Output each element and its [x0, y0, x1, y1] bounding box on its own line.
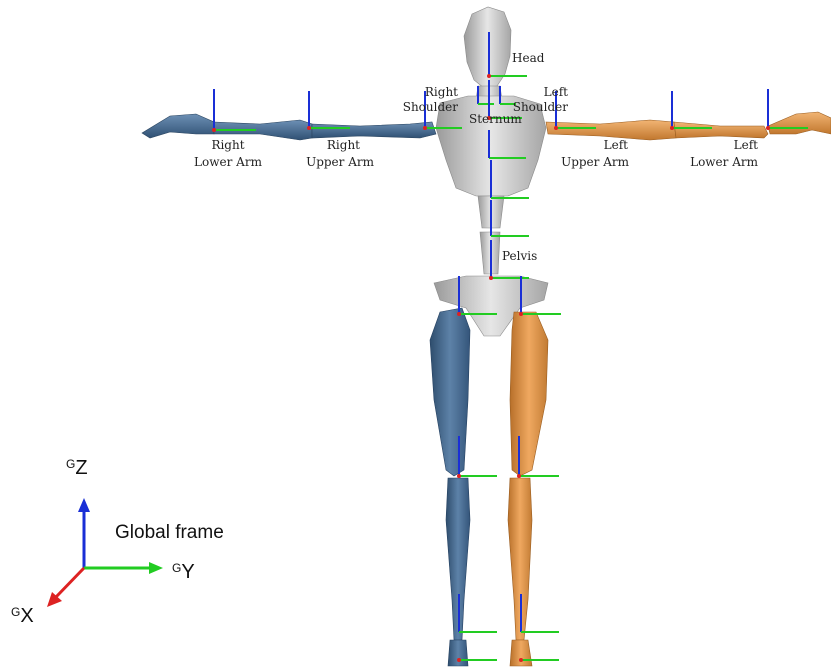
label-left-upper-arm-line2: Upper Arm — [561, 155, 630, 169]
label-right-shoulder-line2: Shoulder — [403, 100, 459, 114]
label-left-lower-arm-line1: Left — [734, 138, 759, 152]
label-right-lower-arm-line1: Right — [211, 138, 244, 152]
label-right-upper-arm-line1: Right — [327, 138, 360, 152]
right-foot-shape — [448, 640, 468, 666]
global-z-arrowhead — [78, 498, 90, 512]
left-foot-shape — [510, 640, 532, 666]
label-pelvis: Pelvis — [502, 249, 537, 263]
left-upper-leg-shape — [510, 312, 548, 476]
left-arm — [546, 112, 831, 140]
label-right-shoulder-line1: Right — [425, 85, 458, 99]
label-left-lower-arm-line2: Lower Arm — [690, 155, 759, 169]
label-sternum: Sternum — [469, 112, 522, 126]
right-upper-arm-shape — [312, 122, 436, 138]
label-left-shoulder-line1: Left — [544, 85, 569, 99]
left-upper-arm-shape — [546, 120, 676, 140]
right-leg — [430, 308, 470, 666]
right-upper-leg-shape — [430, 308, 470, 476]
right-arm — [142, 114, 436, 140]
global-frame: GZ Global frame GY GX — [11, 457, 224, 627]
left-hand-shape — [768, 112, 831, 134]
label-right-lower-arm-line2: Lower Arm — [194, 155, 263, 169]
global-x-axis — [56, 568, 84, 597]
label-right-upper-arm-line2: Upper Arm — [306, 155, 375, 169]
left-leg — [508, 312, 548, 666]
global-z-label: GZ — [66, 457, 88, 479]
label-left-upper-arm-line1: Left — [604, 138, 629, 152]
left-lower-arm-shape — [674, 122, 768, 138]
label-head: Head — [512, 51, 545, 65]
global-y-label: GY — [172, 561, 195, 583]
right-hand-shape — [142, 114, 214, 138]
global-y-arrowhead — [149, 562, 163, 574]
global-frame-title: Global frame — [115, 522, 224, 543]
global-x-label: GX — [11, 605, 34, 627]
